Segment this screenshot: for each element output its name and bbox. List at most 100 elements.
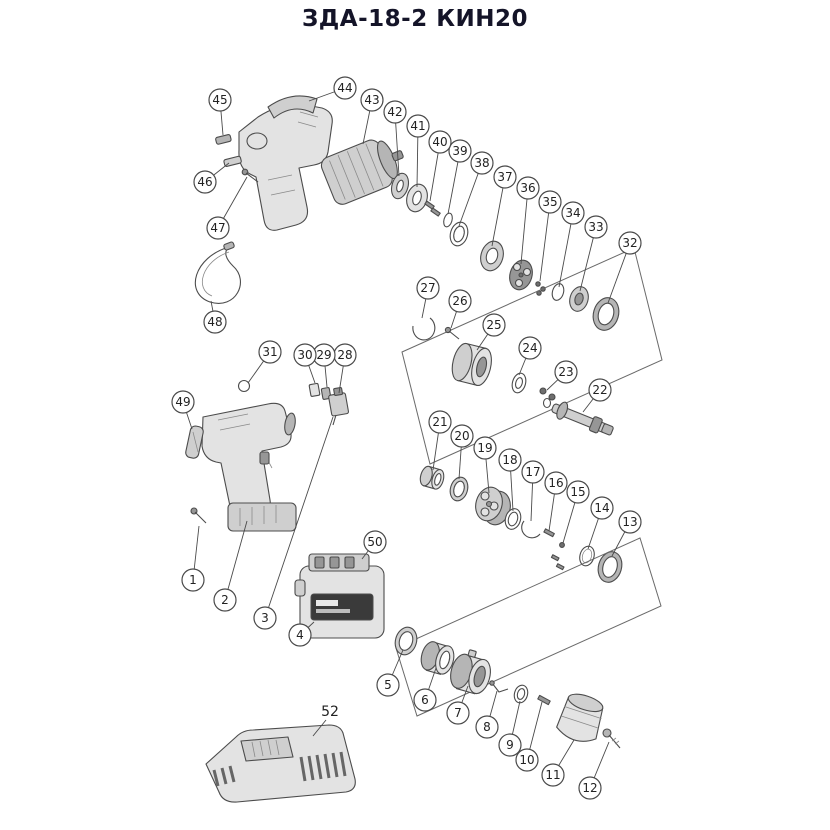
gear-ring-drawing	[449, 476, 469, 502]
part-callout-2: 2	[213, 520, 248, 612]
chuck-sleeve-drawing	[556, 693, 604, 742]
small-ring-drawing	[237, 379, 251, 393]
steel-balls-drawing	[535, 281, 546, 296]
part-callout-13: 13	[611, 510, 642, 557]
part-callout-32: 32	[607, 231, 642, 304]
page-title: ЗДА-18-2 КИН20	[301, 6, 529, 32]
svg-text:4: 4	[296, 628, 304, 642]
svg-text:33: 33	[588, 220, 603, 234]
part-callout-31: 31	[247, 340, 282, 384]
part-callout-48: 48	[203, 300, 227, 334]
clutch-washer-drawing	[511, 372, 527, 394]
svg-text:46: 46	[197, 175, 212, 189]
housing-screw-left-drawing	[190, 507, 207, 524]
part-callout-16: 16	[544, 471, 568, 532]
svg-text:6: 6	[421, 693, 429, 707]
svg-text:16: 16	[548, 476, 563, 490]
battery-pack-drawing	[294, 553, 385, 639]
housing-screw-drawing	[241, 168, 259, 183]
planet-carrier-drawing	[475, 486, 511, 526]
svg-text:23: 23	[558, 365, 573, 379]
motor-drawing	[320, 139, 404, 205]
front-sleeve-drawing	[597, 551, 623, 583]
svg-text:27: 27	[420, 281, 435, 295]
svg-text:47: 47	[210, 221, 225, 235]
svg-text:43: 43	[364, 93, 379, 107]
part-callout-37: 37	[491, 165, 517, 247]
svg-text:1: 1	[189, 573, 197, 587]
svg-text:20: 20	[454, 429, 469, 443]
washer-plate-drawing	[513, 684, 529, 704]
part-callout-50: 50	[361, 530, 387, 560]
retaining-ring-drawing	[521, 520, 541, 539]
gearbox-frame-lower	[395, 537, 662, 717]
part-callout-27: 27	[416, 276, 440, 319]
svg-text:34: 34	[565, 206, 580, 220]
svg-text:11: 11	[545, 768, 560, 782]
bearing-drawing	[480, 240, 504, 272]
part-callout-5: 5	[376, 649, 404, 697]
svg-text:9: 9	[506, 738, 514, 752]
svg-text:50: 50	[367, 535, 382, 549]
part-callout-15: 15	[562, 480, 590, 544]
part-callout-44: 44	[308, 76, 357, 102]
part-callout-43: 43	[360, 88, 384, 145]
thrust-washer-drawing	[551, 283, 565, 301]
part-callout-29: 29	[312, 343, 336, 388]
svg-text:26: 26	[452, 294, 467, 308]
part-callout-12: 12	[578, 741, 610, 800]
part-callout-30: 30	[293, 343, 317, 384]
battery-label	[310, 593, 374, 621]
part-callout-36: 36	[516, 176, 540, 265]
part-callout-46: 46	[193, 162, 230, 194]
svg-text:37: 37	[497, 170, 512, 184]
washer-ring-set-drawing	[443, 212, 469, 247]
spacer-ring-drawing	[394, 626, 418, 656]
part-callout-34: 34	[558, 201, 585, 288]
part-callout-22: 22	[582, 378, 612, 413]
svg-text:45: 45	[212, 93, 227, 107]
svg-text:38: 38	[474, 156, 489, 170]
part-callout-19: 19	[473, 436, 497, 494]
charger-drawing	[205, 724, 356, 803]
belt-clip-drawing	[185, 425, 204, 459]
part-callout-26: 26	[448, 289, 472, 329]
svg-text:41: 41	[410, 119, 425, 133]
part-callout-49: 49	[171, 390, 195, 430]
circlip-drawing	[412, 317, 436, 341]
svg-text:44: 44	[337, 81, 352, 95]
part-callout-6: 6	[413, 667, 437, 712]
svg-text:39: 39	[452, 144, 467, 158]
assembled-drill-drawing	[201, 402, 297, 532]
svg-text:52: 52	[321, 704, 339, 720]
small-parts-drawing	[550, 542, 565, 571]
carrier-washer-drawing	[504, 508, 522, 530]
part-callout-40: 40	[428, 130, 452, 202]
svg-text:48: 48	[207, 315, 222, 329]
svg-text:29: 29	[316, 348, 331, 362]
part-callout-38: 38	[458, 151, 494, 227]
part-callout-41: 41	[406, 114, 430, 188]
part-label-52: 52	[312, 704, 339, 737]
svg-text:14: 14	[594, 501, 609, 515]
spindle-shaft-drawing	[551, 401, 614, 436]
svg-text:7: 7	[454, 706, 462, 720]
svg-text:15: 15	[570, 485, 585, 499]
housing-top-cap-drawing	[267, 95, 318, 119]
part-callout-11: 11	[541, 739, 575, 787]
pin-drawing	[543, 528, 555, 538]
clutch-cup-drawing	[451, 342, 492, 387]
svg-text:42: 42	[387, 105, 402, 119]
svg-text:25: 25	[486, 318, 501, 332]
part-callout-33: 33	[579, 215, 608, 292]
part-callout-10: 10	[515, 701, 543, 772]
svg-text:10: 10	[519, 753, 534, 767]
part-callout-24: 24	[518, 336, 542, 376]
part-callout-1: 1	[181, 525, 205, 592]
part-callout-28: 28	[333, 343, 357, 394]
part-callout-21: 21	[428, 410, 452, 471]
svg-text:31: 31	[262, 345, 277, 359]
svg-text:3: 3	[261, 611, 269, 625]
svg-text:13: 13	[622, 515, 637, 529]
